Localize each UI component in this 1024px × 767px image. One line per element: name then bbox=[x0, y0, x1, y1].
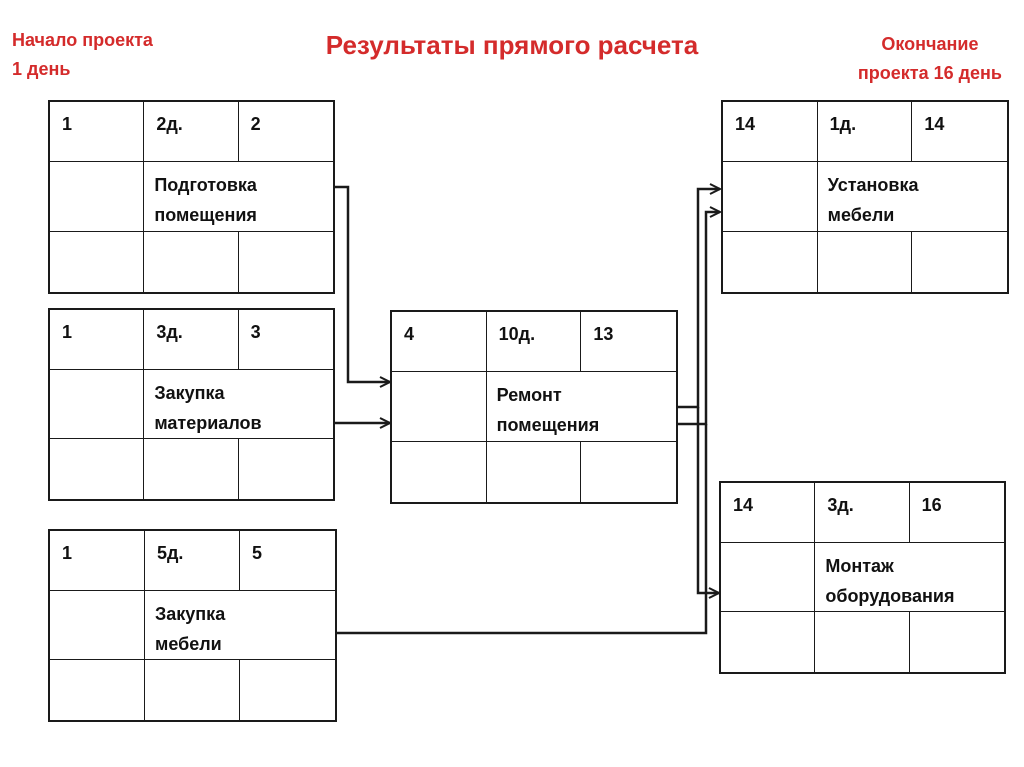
empty-cell bbox=[723, 162, 818, 232]
early-finish: 14 bbox=[912, 102, 1007, 162]
arrow-repair-to-equipment bbox=[696, 407, 719, 593]
project-start-note: Начало проекта 1 день bbox=[12, 30, 153, 79]
early-finish: 3 bbox=[238, 310, 333, 370]
early-finish: 16 bbox=[909, 483, 1004, 543]
empty-cell bbox=[50, 370, 145, 439]
early-finish: 5 bbox=[240, 531, 335, 591]
early-start: 14 bbox=[723, 102, 818, 162]
early-start: 1 bbox=[50, 102, 145, 162]
activity-node-prep: 1 2д. 2 Подготовка помещения bbox=[48, 100, 335, 294]
duration: 3д. bbox=[815, 483, 910, 543]
arrow-prep-to-repair bbox=[333, 185, 390, 382]
empty-cell bbox=[50, 232, 145, 292]
early-start: 1 bbox=[50, 310, 145, 370]
activity-node-materials: 1 3д. 3 Закупка материалов bbox=[48, 308, 335, 501]
empty-cell bbox=[144, 232, 239, 292]
empty-cell bbox=[910, 612, 1004, 672]
page-title: Результаты прямого расчета bbox=[325, 30, 699, 60]
empty-cell bbox=[818, 232, 913, 292]
duration: 10д. bbox=[486, 312, 582, 372]
empty-cell bbox=[815, 612, 910, 672]
duration: 5д. bbox=[145, 531, 240, 591]
arrow-repair-to-install-b bbox=[676, 212, 720, 426]
activity-name: Монтаж оборудования bbox=[815, 543, 1004, 612]
activity-node-furniture-install: 14 1д. 14 Установка мебели bbox=[721, 100, 1009, 294]
empty-cell bbox=[239, 232, 333, 292]
empty-cell bbox=[239, 439, 333, 499]
duration: 3д. bbox=[144, 310, 239, 370]
early-finish: 2 bbox=[238, 102, 333, 162]
arrow-repair-to-install-a bbox=[676, 189, 720, 409]
activity-name: Закупка материалов bbox=[144, 370, 333, 439]
early-start: 1 bbox=[50, 531, 145, 591]
activity-name: Ремонт помещения bbox=[486, 372, 676, 442]
activity-name: Подготовка помещения bbox=[144, 162, 333, 232]
early-start: 14 bbox=[721, 483, 816, 543]
activity-node-repair: 4 10д. 13 Ремонт помещения bbox=[390, 310, 678, 504]
early-start: 4 bbox=[392, 312, 487, 372]
empty-cell bbox=[487, 442, 582, 502]
duration: 2д. bbox=[144, 102, 239, 162]
empty-cell bbox=[392, 372, 487, 442]
empty-cell bbox=[50, 660, 145, 720]
activity-node-furniture-buy: 1 5д. 5 Закупка мебели bbox=[48, 529, 337, 722]
empty-cell bbox=[392, 442, 487, 502]
empty-cell bbox=[721, 543, 816, 612]
activity-node-equipment: 14 3д. 16 Монтаж оборудования bbox=[719, 481, 1006, 674]
empty-cell bbox=[721, 612, 816, 672]
empty-cell bbox=[240, 660, 335, 720]
early-finish: 13 bbox=[581, 312, 676, 372]
empty-cell bbox=[912, 232, 1007, 292]
empty-cell bbox=[145, 660, 240, 720]
duration: 1д. bbox=[817, 102, 913, 162]
activity-name: Установка мебели bbox=[817, 162, 1007, 232]
empty-cell bbox=[144, 439, 239, 499]
empty-cell bbox=[50, 591, 145, 660]
activity-name: Закупка мебели bbox=[145, 591, 335, 660]
empty-cell bbox=[50, 162, 145, 232]
project-end-note: Окончание проекта 16 день bbox=[857, 34, 1002, 83]
empty-cell bbox=[581, 442, 676, 502]
empty-cell bbox=[723, 232, 818, 292]
empty-cell bbox=[50, 439, 145, 499]
